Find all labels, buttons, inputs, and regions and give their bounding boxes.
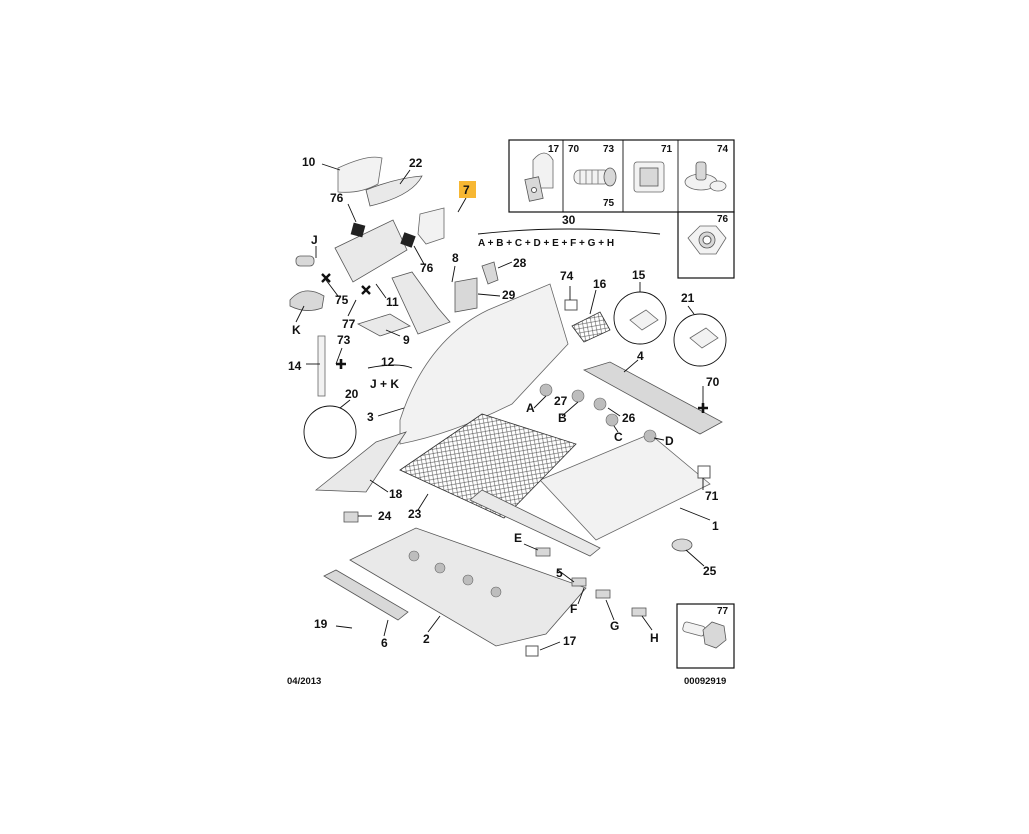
callout-H[interactable]: H <box>650 631 659 645</box>
callout-C[interactable]: C <box>614 430 623 444</box>
callout-19[interactable]: 19 <box>314 617 328 631</box>
callout-B[interactable]: B <box>558 411 567 425</box>
inset-parts-panel: 17 70 73 75 71 74 76 <box>477 139 735 279</box>
callout-27[interactable]: 27 <box>554 394 568 408</box>
inset-label-17: 17 <box>548 144 560 155</box>
callout-labels: 10 22 76 7 J 76 8 28 75 11 29 K 77 9 14 … <box>288 155 720 650</box>
callout-76-mid[interactable]: 76 <box>420 261 434 275</box>
date-code: 04/2013 <box>287 676 321 687</box>
callout-71[interactable]: 71 <box>705 489 719 503</box>
part-71-clip-icon <box>633 161 665 193</box>
part-70-screw-icon <box>573 167 617 187</box>
inset-label-71: 71 <box>661 144 673 155</box>
inset-label-70: 70 <box>568 144 580 155</box>
inset-label-73: 73 <box>603 144 615 155</box>
cross-markers <box>321 273 708 413</box>
callout-23[interactable]: 23 <box>408 507 422 521</box>
inset-label-74: 74 <box>717 144 729 155</box>
parts-drawing <box>289 156 727 657</box>
leader-lines <box>295 163 711 651</box>
callout-73[interactable]: 73 <box>337 333 351 347</box>
callout-1[interactable]: 1 <box>712 519 719 533</box>
callout-75[interactable]: 75 <box>335 293 349 307</box>
callout-A[interactable]: A <box>526 401 535 415</box>
callout-17[interactable]: 17 <box>563 634 577 648</box>
callout-F[interactable]: F <box>570 602 577 616</box>
inset-part-77-panel: 77 <box>676 603 735 669</box>
highlight-callout-7[interactable] <box>459 181 476 198</box>
part-76-nut-icon <box>687 225 727 255</box>
part-17-strap-hook-icon <box>524 152 554 202</box>
callout-8[interactable]: 8 <box>452 251 459 265</box>
callout-14[interactable]: 14 <box>288 359 302 373</box>
inset-label-77: 77 <box>717 606 729 617</box>
callout-21[interactable]: 21 <box>681 291 695 305</box>
callout-7[interactable]: 7 <box>463 183 470 197</box>
callout-JK[interactable]: J + K <box>370 377 399 391</box>
callout-E[interactable]: E <box>514 531 522 545</box>
callout-74[interactable]: 74 <box>560 269 574 283</box>
callout-29[interactable]: 29 <box>502 288 516 302</box>
callout-12[interactable]: 12 <box>381 355 395 369</box>
callout-28[interactable]: 28 <box>513 256 527 270</box>
kit-formula: A + B + C + D + E + F + G + H <box>478 238 614 249</box>
callout-10[interactable]: 10 <box>302 155 316 169</box>
callout-G[interactable]: G <box>610 619 619 633</box>
callout-77[interactable]: 77 <box>342 317 356 331</box>
kit-label-30: 30 <box>562 213 576 227</box>
callout-70[interactable]: 70 <box>706 375 720 389</box>
callout-76-top[interactable]: 76 <box>330 191 344 205</box>
callout-16[interactable]: 16 <box>593 277 607 291</box>
callout-11[interactable]: 11 <box>386 295 399 309</box>
callout-9[interactable]: 9 <box>403 333 410 347</box>
callout-5[interactable]: 5 <box>556 566 563 580</box>
callout-3[interactable]: 3 <box>367 410 374 424</box>
callout-18[interactable]: 18 <box>389 487 403 501</box>
callout-26[interactable]: 26 <box>622 411 636 425</box>
callout-4[interactable]: 4 <box>637 349 644 363</box>
callout-D[interactable]: D <box>665 434 674 448</box>
callout-6[interactable]: 6 <box>381 636 388 650</box>
reference-code: 00092919 <box>684 676 726 687</box>
callout-15[interactable]: 15 <box>632 268 646 282</box>
inset-label-76: 76 <box>717 214 729 225</box>
callout-22[interactable]: 22 <box>409 156 423 170</box>
callout-J[interactable]: J <box>311 233 318 247</box>
inset-label-75: 75 <box>603 198 615 209</box>
callout-20[interactable]: 20 <box>345 387 359 401</box>
callout-K[interactable]: K <box>292 323 301 337</box>
callout-24[interactable]: 24 <box>378 509 392 523</box>
callout-2[interactable]: 2 <box>423 632 430 646</box>
part-74-push-pin-icon <box>684 161 727 192</box>
callout-25[interactable]: 25 <box>703 564 717 578</box>
part-77-bolt-icon <box>682 621 727 649</box>
